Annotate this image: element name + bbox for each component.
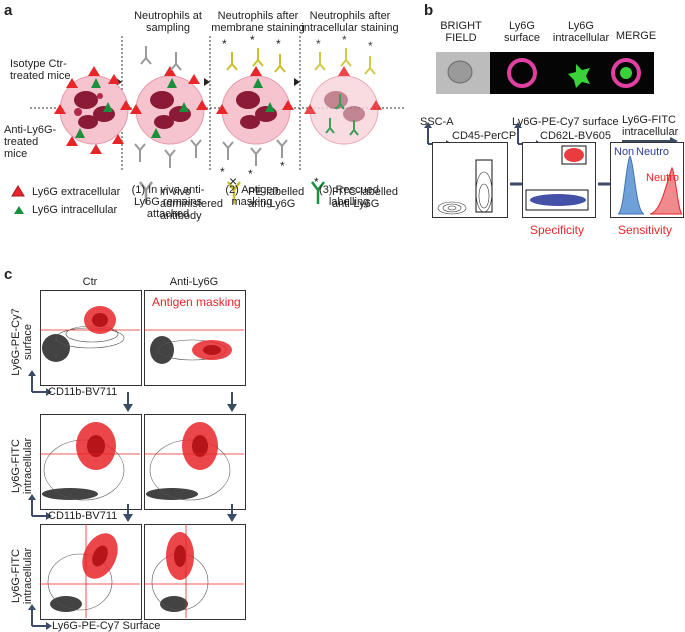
- svg-text:*: *: [316, 37, 321, 51]
- image-header-merge: MERGE: [615, 30, 657, 42]
- svg-text:*: *: [222, 37, 227, 51]
- neutrophil-cell-1: [54, 66, 132, 154]
- svg-text:*: *: [250, 33, 255, 47]
- plot3-legend-non: Non: [614, 146, 635, 158]
- panel-b-letter: b: [424, 2, 434, 19]
- image-header-intracellular: Ly6G intracellular: [552, 20, 610, 44]
- neutrophil-cell-2: [130, 46, 208, 168]
- down-arrows: [123, 392, 237, 522]
- plot3-title: Ly6G-FITC intracellular: [622, 114, 679, 138]
- legend-fitc-label: FITC-labelled anti-Ly6G: [332, 186, 399, 210]
- antigen-masking-label: Antigen masking: [152, 295, 241, 309]
- plot2-frame: [522, 142, 596, 218]
- svg-text:×: ×: [229, 173, 237, 189]
- c-row3-y-label: Ly6G-FITC intracellular: [10, 547, 34, 605]
- imaging-strip: [436, 52, 654, 94]
- panel-a-diagram: * * * * * * * * * × *: [11, 33, 404, 214]
- panel-c-letter: c: [4, 266, 13, 283]
- legend-pe-label: PE-labelled anti-Ly6G: [248, 186, 305, 210]
- svg-text:*: *: [280, 159, 285, 173]
- c-plot-overlays: [28, 306, 244, 630]
- image-header-bright-field: BRIGHT FIELD: [440, 20, 482, 44]
- legend-fitc-antibody: [311, 181, 325, 204]
- step-3-label: (3) Rescued labelling: [319, 184, 379, 208]
- col-header-intracellular: Neutrophils after intracellular staining: [301, 10, 399, 34]
- legend-extracellular-triangle: [11, 185, 25, 197]
- plot3-legend-neutro-blue: Neutro: [636, 146, 670, 158]
- col-header-sampling: Neutrophils at sampling: [134, 10, 202, 34]
- c-row1-x-label: CD11b-BV711: [48, 386, 118, 398]
- plot1-contours: [437, 159, 493, 215]
- plot2-y-label: Ly6G-PE-Cy7 surface: [512, 116, 619, 128]
- c-row2-x-label: CD11b-BV711: [48, 510, 118, 522]
- svg-text:*: *: [276, 37, 281, 51]
- plot2-x-label: CD62L-BV605: [540, 130, 611, 142]
- svg-text:*: *: [248, 167, 253, 181]
- legend-in-vivo-label: in vivo administered antibody: [160, 186, 223, 222]
- plot3-caption: Sensitivity: [618, 223, 673, 237]
- panel-a-letter: a: [4, 2, 13, 19]
- c-row2-y-label: Ly6G-FITC intracellular: [10, 437, 34, 495]
- c-row1-y-label: Ly6G-PE-Cy7 surface: [10, 308, 34, 376]
- row-label-anti-ly6g: Anti-Ly6G-treated mice: [4, 124, 57, 160]
- step-2-label: (2) Antigen masking: [225, 184, 279, 208]
- plot1-x-label: CD45-PerCP: [452, 130, 517, 142]
- image-header-surface: Ly6G surface: [503, 20, 541, 44]
- col-header-anti-ly6g: Anti-Ly6G: [169, 276, 219, 288]
- col-header-membrane: Neutrophils after membrane staining: [211, 10, 305, 34]
- c-row3-x-label: Ly6G-PE-Cy7 Surface: [52, 620, 161, 632]
- col-header-ctr: Ctr: [82, 276, 98, 288]
- legend-intracellular-triangle: [14, 206, 24, 214]
- plot2-caption: Specificity: [530, 223, 585, 237]
- row-label-isotype: Isotype Ctr-treated mice: [10, 58, 71, 82]
- step-1-label: (1) In vivo anti-Ly6G remains attached: [131, 184, 205, 220]
- neutrophil-cell-3: * * * * * *: [216, 33, 294, 181]
- svg-text:*: *: [220, 165, 225, 179]
- svg-text:*: *: [342, 33, 347, 47]
- neutrophil-cell-4: * * *: [304, 33, 382, 145]
- svg-text:*: *: [314, 175, 319, 189]
- legend-in-vivo-antibody: [139, 181, 153, 204]
- legend-intracellular-label: Ly6G intracellular: [32, 204, 118, 216]
- legend-pe-antibody: [227, 181, 241, 204]
- legend-extracellular-label: Ly6G extracellular: [32, 186, 121, 198]
- plot3-legend-neutro-red: Neutro: [646, 172, 680, 184]
- plot2-populations: [525, 145, 589, 211]
- plot3-histograms: [617, 155, 683, 215]
- svg-text:*: *: [368, 39, 373, 53]
